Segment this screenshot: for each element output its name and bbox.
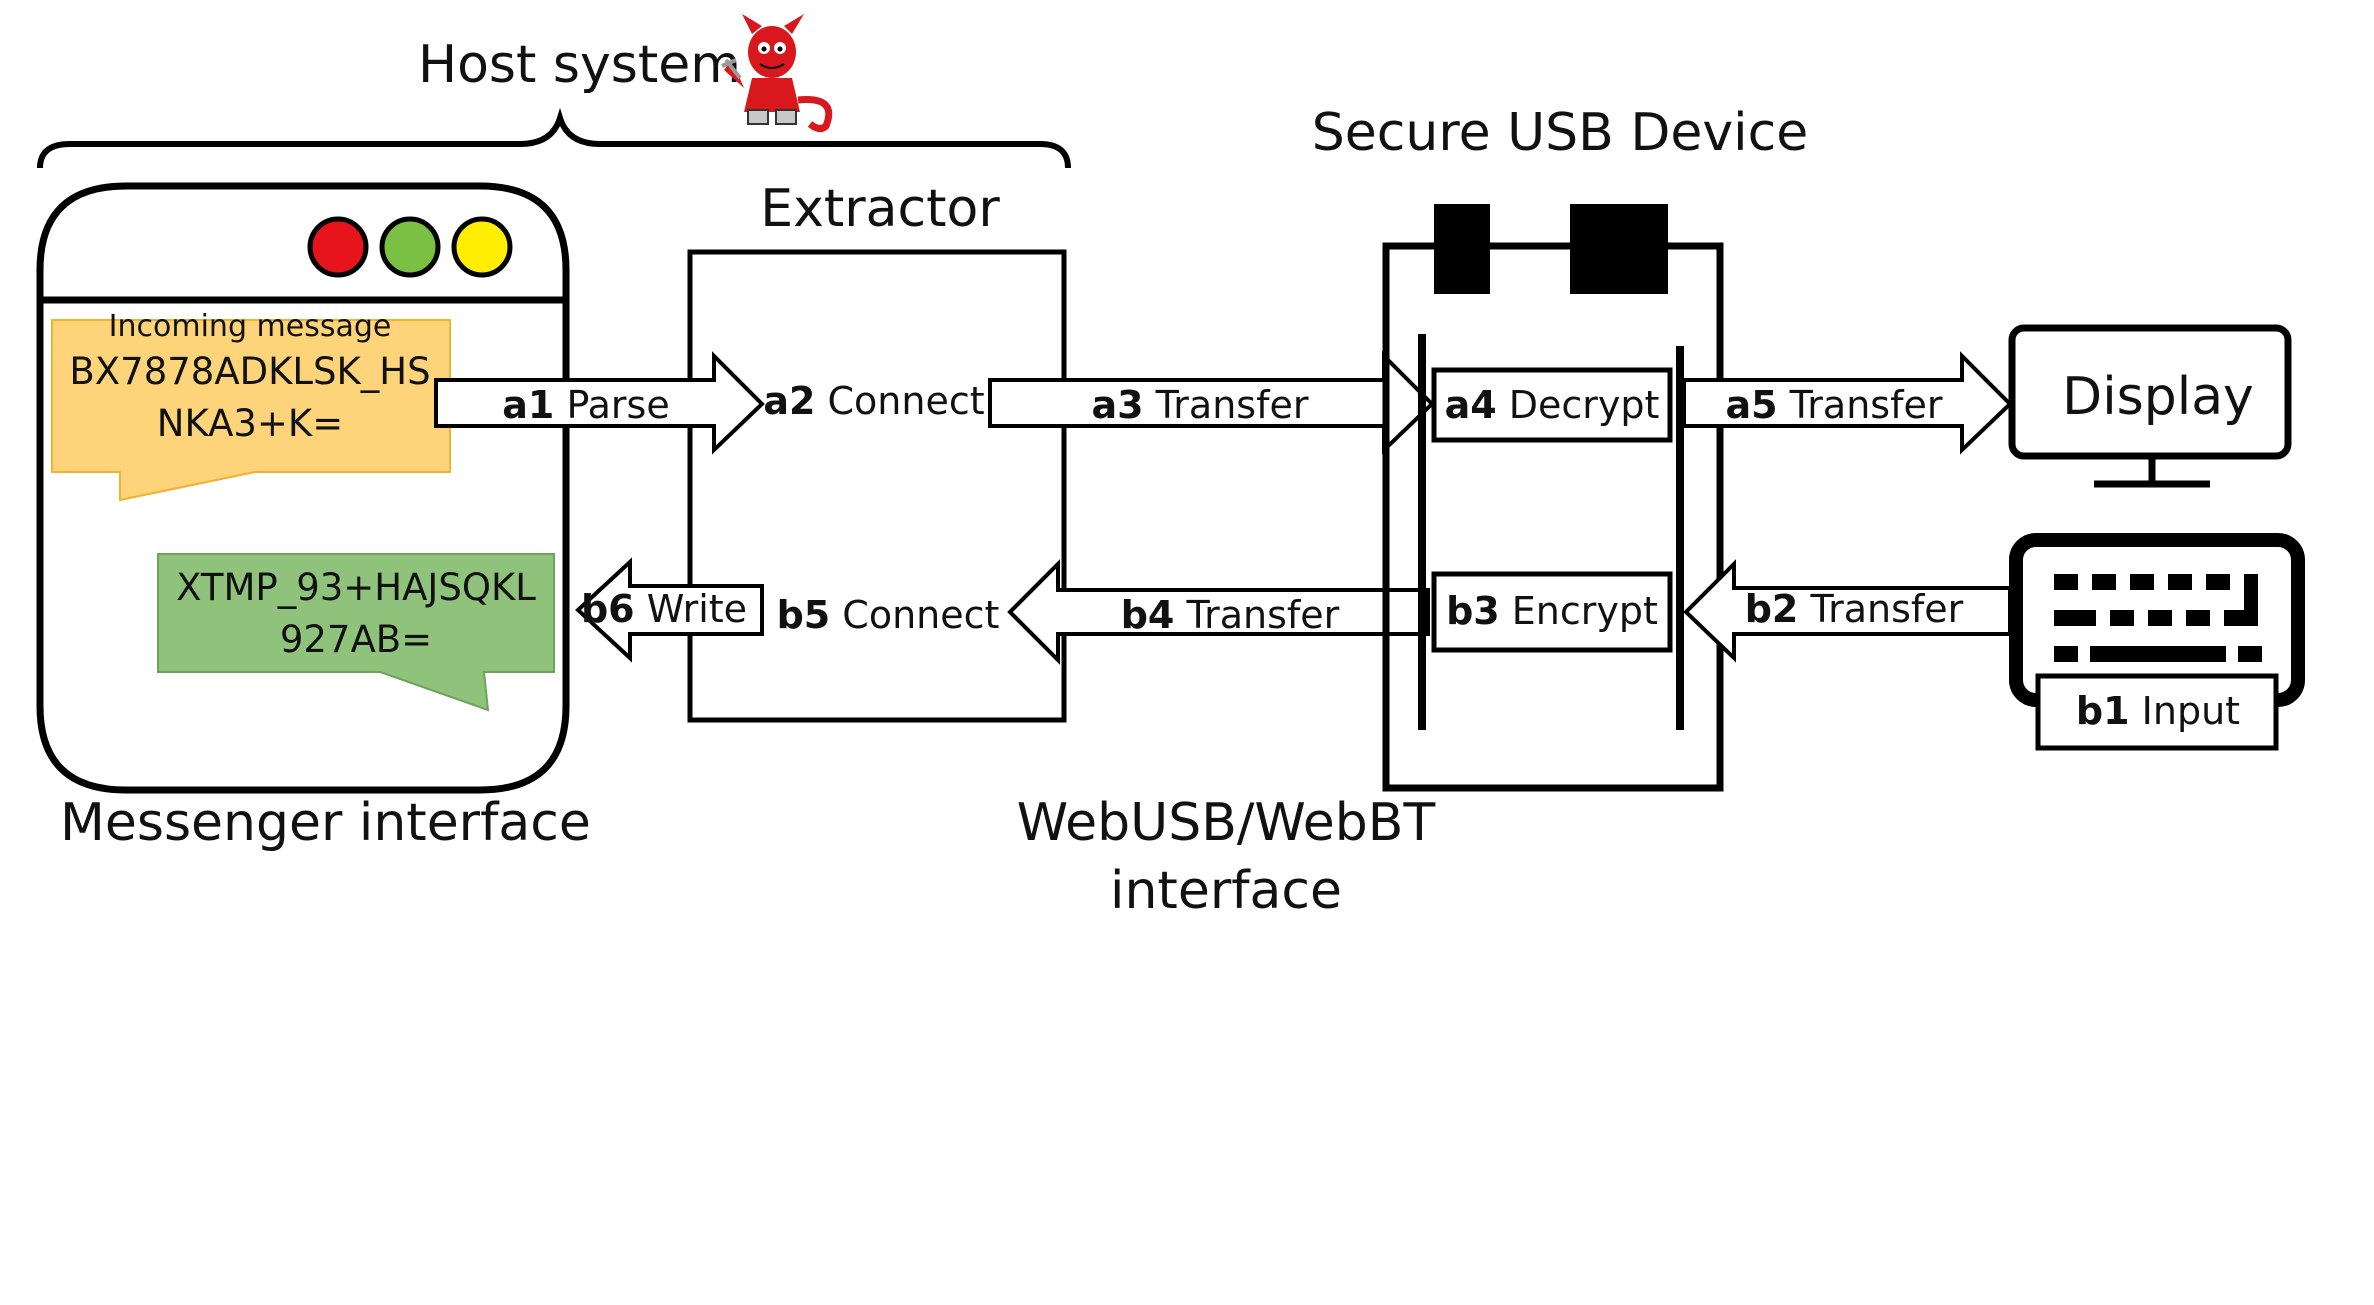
incoming-message-bubble (51, 319, 451, 502)
input-box (2035, 673, 2279, 751)
step-b5: b5 Connect (777, 593, 1000, 637)
step-b2: b2 Transfer (1745, 587, 1964, 631)
arrow-a1 (434, 351, 765, 455)
daemon-mascot-icon (721, 14, 833, 133)
step-b3: b3 Encrypt (1446, 589, 1658, 633)
outgoing-message-line2: 927AB= (280, 618, 432, 661)
incoming-message-line2: NKA3+K= (157, 402, 343, 445)
usb-device-body (1382, 204, 1724, 792)
step-a2: a2 Connect (763, 379, 984, 423)
step-a5: a5 Transfer (1726, 383, 1943, 427)
outgoing-message-bubble (157, 553, 555, 712)
encrypt-box (1431, 571, 1673, 653)
messenger-interface-caption: Messenger interface (60, 793, 591, 853)
step-b6: b6 Write (581, 587, 747, 631)
host-system-brace (37, 107, 1071, 169)
arrow-b2 (1683, 559, 2012, 663)
usb-device-title: Secure USB Device (1312, 103, 1808, 163)
step-a4: a4 Decrypt (1445, 383, 1660, 427)
arrow-b4 (1007, 559, 1430, 665)
extractor-box (687, 249, 1067, 723)
step-b4: b4 Transfer (1121, 593, 1340, 637)
incoming-message-line1: BX7878ADKLSK_HS (69, 350, 430, 393)
arrow-a5 (1682, 351, 2013, 455)
step-a1: a1 Parse (502, 383, 669, 427)
outgoing-message-line1: XTMP_93+HAJSQKL (176, 566, 536, 609)
host-system-label: Host system (418, 35, 741, 95)
monitor-icon (2008, 324, 2292, 488)
step-b1: b1 Input (2076, 689, 2240, 733)
red-light-icon[interactable] (307, 216, 369, 278)
webusb-caption-line1: WebUSB/WebBT (1017, 793, 1436, 853)
step-a3: a3 Transfer (1092, 383, 1309, 427)
incoming-message-label: Incoming message (109, 309, 392, 344)
webusb-caption-line2: interface (1110, 861, 1342, 921)
arrow-b6 (575, 557, 764, 663)
display-label: Display (2062, 367, 2254, 427)
keyboard-icon (2009, 533, 2305, 707)
green-light-icon[interactable] (379, 216, 441, 278)
yellow-light-icon[interactable] (451, 216, 513, 278)
decrypt-box (1431, 367, 1673, 443)
extractor-title: Extractor (760, 179, 1000, 239)
